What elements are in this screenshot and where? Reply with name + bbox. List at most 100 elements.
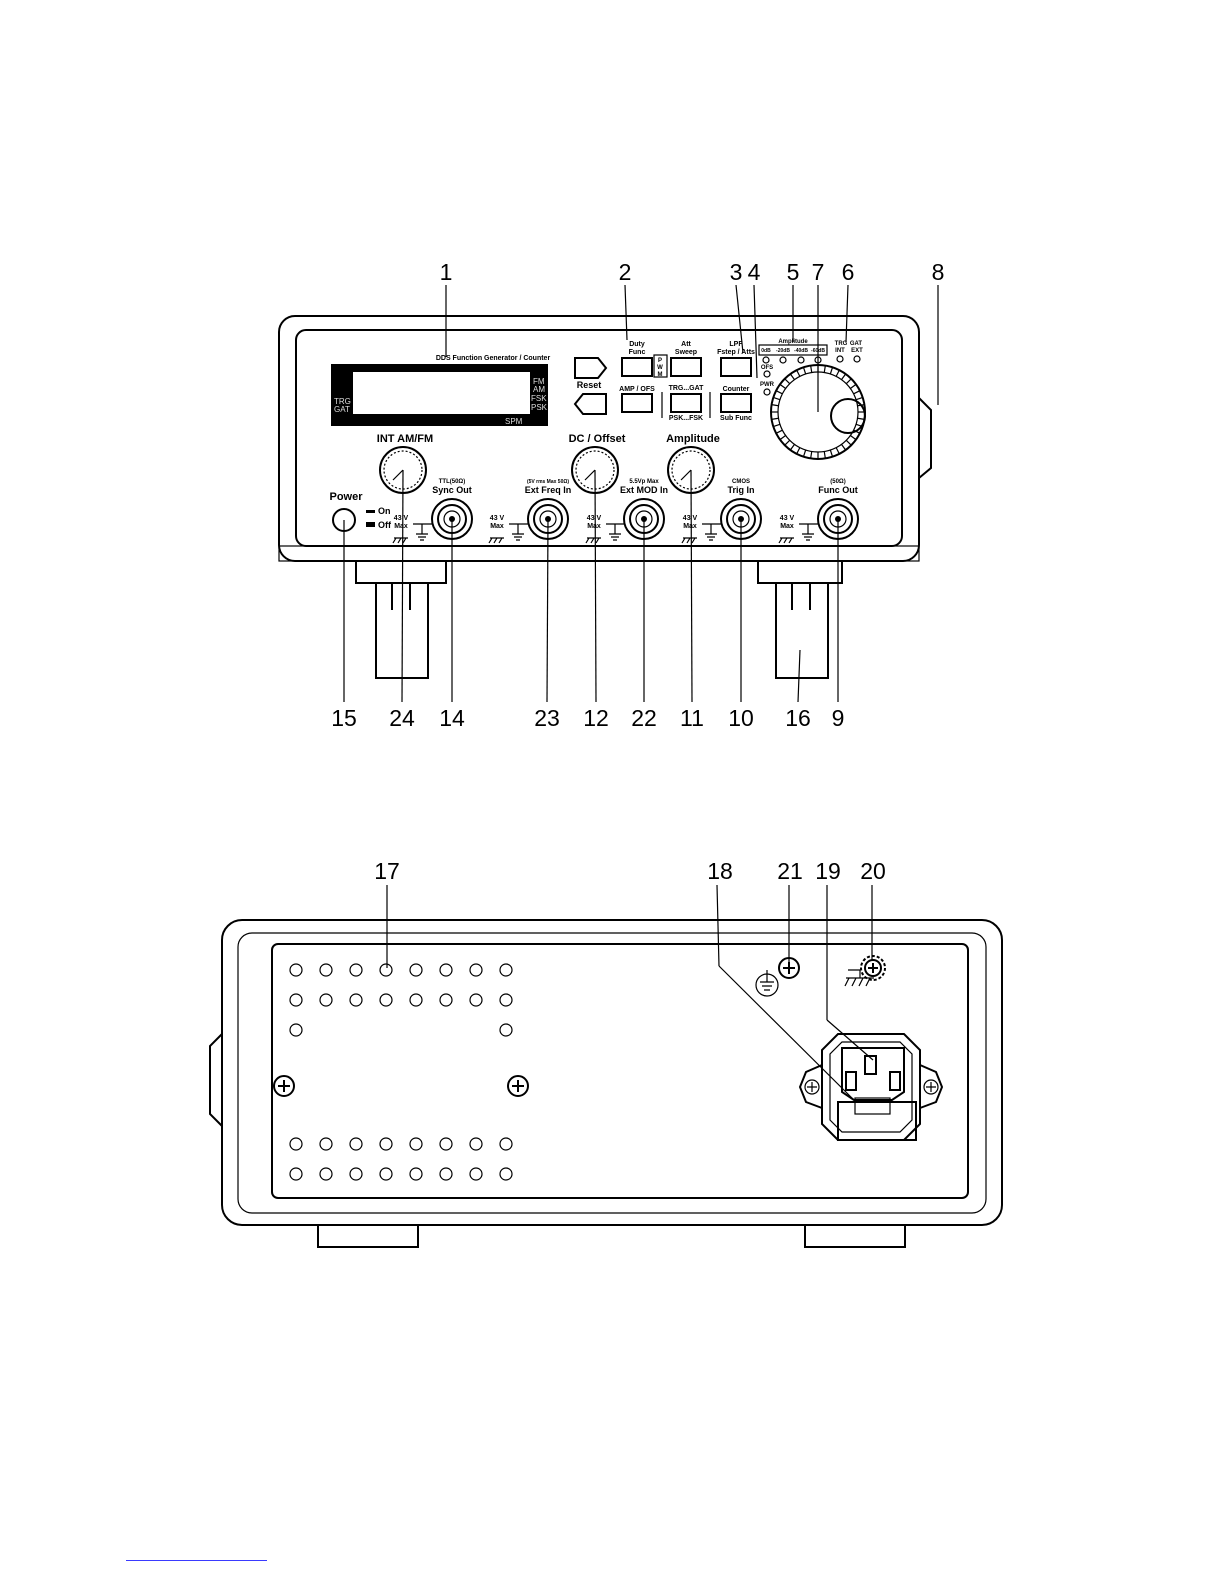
- vent-hole: [349, 1137, 363, 1151]
- att-sweep-button[interactable]: [670, 357, 702, 377]
- amp-ofs-button[interactable]: [621, 393, 653, 413]
- vent-hole: [319, 993, 333, 1007]
- duty-label: Duty: [629, 341, 645, 348]
- front-top-leader-lines: [445, 284, 939, 412]
- func-out-label: Func Out: [818, 485, 858, 495]
- trig-in-max-v: 43 V: [683, 515, 698, 522]
- knob-grip-tick: [823, 451, 826, 459]
- knob-grip-tick: [845, 439, 852, 446]
- callout-22: 22: [631, 705, 657, 731]
- callout-23: 23: [534, 705, 560, 731]
- power-label: Power: [329, 491, 363, 503]
- ext-mod-max-word: Max: [587, 523, 601, 530]
- callout-9: 9: [832, 705, 845, 731]
- knob-grip-tick: [796, 369, 801, 377]
- vent-hole: [289, 963, 303, 977]
- vent-hole: [289, 993, 303, 1007]
- knob-grip-tick: [789, 444, 795, 451]
- pwm-letter-m: M: [658, 372, 663, 378]
- lpf-fstep-button[interactable]: [720, 357, 752, 377]
- vent-hole: [319, 1167, 333, 1181]
- rear-panel-screw-right: [507, 1075, 529, 1097]
- callout-6: 6: [842, 259, 855, 285]
- counter-label: Counter: [723, 386, 750, 393]
- trg-led: [836, 355, 844, 363]
- bnc-connectors: TTL(50Ω) Sync Out 43 V Max (5V rms Max 5…: [394, 479, 859, 540]
- rear-housing-bezel: [237, 932, 987, 1214]
- power-off-label: Off: [378, 520, 392, 530]
- knob-grip-tick: [857, 417, 865, 420]
- vent-hole: [289, 1023, 303, 1037]
- ext-mod-note: 5.5Vp Max: [629, 479, 659, 485]
- iec-ac-socket[interactable]: [841, 1047, 905, 1101]
- reset-button[interactable]: Reset: [577, 380, 602, 390]
- rear-foot-left: [317, 1224, 419, 1248]
- ext-freq-max-word: Max: [490, 523, 504, 530]
- vent-hole: [409, 963, 423, 977]
- amp-ofs-label: AMP / OFS: [619, 386, 655, 393]
- knob-grip-tick: [823, 365, 826, 373]
- rear-panel-view: 17 18 21 19 20: [209, 858, 1003, 1248]
- led-20db-label: -20dB: [776, 348, 790, 354]
- up-arrow-button[interactable]: [574, 357, 608, 379]
- vent-hole: [409, 1167, 423, 1181]
- front-bottom-band: [278, 545, 920, 562]
- callout-5: 5: [787, 259, 800, 285]
- socket-pin-live: [845, 1071, 857, 1091]
- dc-offset-label: DC / Offset: [569, 433, 626, 445]
- counter-button[interactable]: [720, 393, 752, 413]
- led-40db: [797, 356, 805, 364]
- knob-grip-tick: [789, 373, 795, 380]
- callout-3: 3: [730, 259, 743, 285]
- footnote-divider: [126, 1560, 267, 1561]
- int-led-label: INT: [835, 348, 845, 354]
- front-bottom-leader-lines: [343, 469, 839, 703]
- brand-title: DDS Function Generator / Counter: [436, 355, 551, 362]
- vent-hole: [379, 993, 393, 1007]
- rotary-encoder-knob[interactable]: [770, 364, 866, 460]
- ext-freq-label: Ext Freq In: [525, 485, 572, 495]
- knob-grip-tick: [835, 369, 840, 377]
- knob-grip-tick: [829, 367, 834, 375]
- callout-4: 4: [748, 259, 761, 285]
- knob-grip-tick: [775, 429, 783, 434]
- led-60db-label: -60dB: [811, 348, 825, 354]
- duty-func-button[interactable]: [621, 357, 653, 377]
- ext-freq-max-v: 43 V: [490, 515, 505, 522]
- knob-grip-tick: [773, 423, 781, 428]
- callout-7: 7: [812, 259, 825, 285]
- sub-func-label: Sub Func: [720, 415, 752, 422]
- int-am-fm-label: INT AM/FM: [377, 433, 433, 445]
- down-arrow-button[interactable]: [573, 393, 607, 415]
- knob-grip-tick: [775, 390, 783, 395]
- fuse-drawer[interactable]: [837, 1101, 917, 1141]
- amplitude-led-frame: [758, 344, 828, 356]
- inlet-mount-screw-right: [923, 1079, 939, 1095]
- trig-in-note: CMOS: [732, 479, 750, 485]
- trg-gat-button[interactable]: [670, 393, 702, 413]
- callout-12: 12: [583, 705, 609, 731]
- chassis-ground-terminal-20[interactable]: [860, 955, 886, 981]
- power-off-symbol: [366, 522, 375, 527]
- callout-24: 24: [389, 705, 415, 731]
- vent-hole: [469, 1137, 483, 1151]
- knob-grip-tick: [841, 444, 847, 451]
- pwm-bracket: [653, 354, 668, 378]
- vent-hole: [499, 1023, 513, 1037]
- lcd-spm: SPM: [505, 417, 523, 426]
- socket-pin-earth: [864, 1055, 877, 1075]
- ground-screw-21: [778, 957, 800, 979]
- fstep-atts-label: Fstep / Atts: [717, 349, 755, 356]
- pwm-letter-p: P: [658, 358, 662, 364]
- knob-grip-tick: [779, 435, 786, 441]
- callout-17: 17: [374, 858, 400, 884]
- led-20db: [779, 356, 787, 364]
- vent-hole: [409, 1137, 423, 1151]
- vent-hole: [349, 993, 363, 1007]
- knob-grip-tick: [771, 417, 779, 420]
- vent-hole: [439, 963, 453, 977]
- sync-out-max-v: 43 V: [394, 515, 409, 522]
- rear-housing-outer: [221, 919, 1003, 1226]
- vent-hole: [319, 1137, 333, 1151]
- knob-grip-tick: [771, 404, 779, 407]
